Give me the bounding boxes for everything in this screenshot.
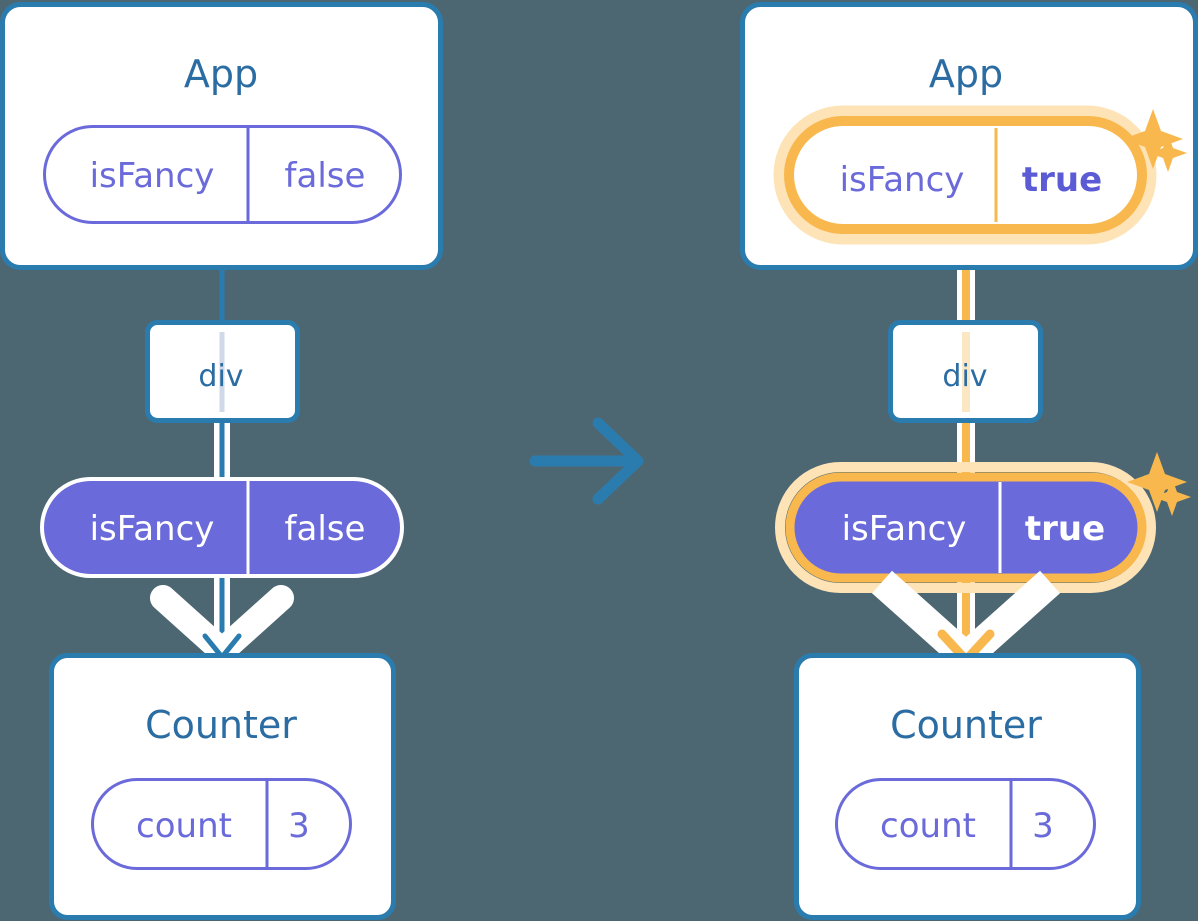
left-div-box: div bbox=[145, 320, 300, 423]
left-white-arrow bbox=[150, 585, 294, 664]
left-counter-state-value: 3 bbox=[288, 806, 310, 846]
right-props-pill: isFancy true bbox=[775, 462, 1156, 593]
left-white-arrow-head bbox=[150, 585, 294, 664]
right-app-title: App bbox=[929, 52, 1003, 96]
left-counter-title: Counter bbox=[145, 703, 297, 747]
left-counter-state-pill-rect bbox=[91, 778, 352, 870]
right-counter-state-pill: count 3 bbox=[835, 778, 1096, 870]
right-props-pill-rect bbox=[785, 472, 1147, 583]
left-counter-state-pill: count 3 bbox=[91, 778, 352, 870]
right-app-state-value: true bbox=[1022, 160, 1102, 200]
arrow-right-head bbox=[592, 417, 644, 505]
sparkle-large-icon-2 bbox=[1127, 452, 1187, 512]
left-app-state-value: false bbox=[285, 156, 366, 196]
right-props-sparkles bbox=[1127, 452, 1191, 516]
left-counter-state-name: count bbox=[136, 806, 232, 846]
left-app-state-pill: isFancy false bbox=[43, 125, 402, 224]
left-props-name: isFancy bbox=[90, 509, 215, 549]
right-div-box: div bbox=[888, 320, 1043, 423]
left-props-pill-rect bbox=[40, 477, 404, 578]
right-app-state-pill-rect bbox=[784, 116, 1147, 234]
right-counter-state-name: count bbox=[880, 806, 976, 846]
right-props-value: true bbox=[1025, 509, 1105, 549]
sparkle-large-icon bbox=[1123, 109, 1183, 169]
right-props-name: isFancy bbox=[842, 509, 967, 549]
right-app-sparkles bbox=[1123, 109, 1187, 172]
right-app-state-pill-glow bbox=[773, 105, 1157, 245]
left-props-value: false bbox=[285, 509, 366, 549]
right-counter-state-value: 3 bbox=[1032, 806, 1054, 846]
left-app-title: App bbox=[184, 52, 258, 96]
left-props-pill: isFancy false bbox=[40, 477, 404, 578]
left-app-state-name: isFancy bbox=[90, 156, 215, 196]
left-div-label: div bbox=[198, 359, 243, 394]
sparkle-small-icon bbox=[1149, 134, 1187, 172]
right-div-label: div bbox=[942, 359, 987, 394]
sparkle-small-icon-2 bbox=[1153, 478, 1191, 516]
right-app-state-name: isFancy bbox=[840, 160, 965, 200]
right-counter-title: Counter bbox=[890, 703, 1042, 747]
right-counter-state-pill-rect bbox=[835, 778, 1096, 870]
right-props-pill-glow bbox=[775, 462, 1156, 593]
right-app-state-pill: isFancy true bbox=[773, 105, 1157, 245]
left-app-state-pill-rect bbox=[43, 125, 402, 224]
arrow-right-icon bbox=[529, 417, 644, 505]
